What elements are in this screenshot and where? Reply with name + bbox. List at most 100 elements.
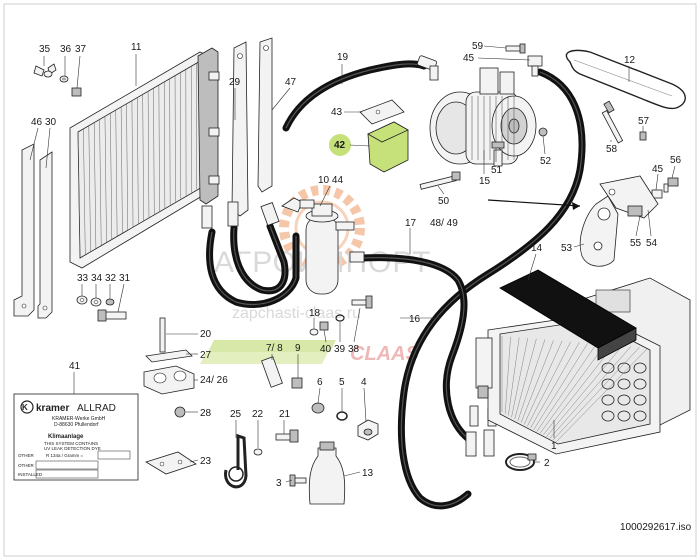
plate-row-other: OTHER xyxy=(18,453,35,458)
callout-36: 36 xyxy=(60,44,72,55)
callout-12: 12 xyxy=(624,55,636,66)
callout-51: 51 xyxy=(491,165,503,176)
callout-14: 14 xyxy=(531,243,543,254)
callout-46: 46 xyxy=(31,117,43,128)
callout-45-top: 45 xyxy=(463,53,475,64)
callout-9: 9 xyxy=(295,343,301,354)
callout-40: 40 xyxy=(320,344,332,355)
callout-50: 50 xyxy=(438,196,450,207)
callout-18: 18 xyxy=(309,308,321,319)
callout-32: 32 xyxy=(105,273,117,284)
ac-label-plate: K kramer ALLRAD KRAMER-Werke GmbH D-8863… xyxy=(13,393,139,481)
callout-39: 39 xyxy=(334,344,346,355)
bolt-56 xyxy=(663,177,679,193)
fitting-45-top xyxy=(527,55,543,77)
callout-30: 30 xyxy=(45,117,57,128)
plate-row-lubricant: OTHER xyxy=(18,463,35,468)
callout-48-49: 48/ 49 xyxy=(430,218,458,229)
callout-25: 25 xyxy=(230,409,242,420)
callout-31: 31 xyxy=(119,273,131,284)
callout-20: 20 xyxy=(200,329,212,340)
sleeve-7-8 xyxy=(261,356,283,388)
wing-nut xyxy=(33,63,57,78)
nut-52 xyxy=(538,127,548,137)
plate-line1: THIS SYSTEM CONTAINS xyxy=(44,441,98,446)
callout-29: 29 xyxy=(229,77,241,88)
callout-45-right: 45 xyxy=(652,164,664,175)
callout-2: 2 xyxy=(544,458,550,469)
condenser xyxy=(69,47,220,269)
plate-title: Klimaanlage xyxy=(48,434,84,440)
callout-3: 3 xyxy=(276,478,282,489)
plate-row-installed: INSTALLED xyxy=(18,472,43,477)
plate-27 xyxy=(145,349,193,363)
plate-line2: UV LEAK DETECTION DYE xyxy=(44,446,101,451)
washer-36 xyxy=(59,75,69,83)
leader-lines xyxy=(29,45,676,483)
callout-33: 33 xyxy=(77,273,89,284)
callout-43: 43 xyxy=(331,107,343,118)
watermark-brand: CLAAS xyxy=(350,343,420,365)
plate-brand-bold: kramer xyxy=(36,403,69,414)
callout-11: 11 xyxy=(131,42,142,53)
svg-text:K: K xyxy=(22,403,28,412)
refrigerant-hoses xyxy=(201,55,586,510)
plate-maker: KRAMER-Werke GmbH xyxy=(52,416,106,422)
p-clamp-25 xyxy=(224,433,248,489)
callout-41: 41 xyxy=(69,361,81,372)
callout-21: 21 xyxy=(279,409,291,420)
diagram-border xyxy=(3,3,697,557)
callout-54: 54 xyxy=(646,238,658,249)
callout-58: 58 xyxy=(606,144,618,155)
callout-35: 35 xyxy=(39,44,51,55)
bolt-38 xyxy=(351,295,373,309)
clamp-block-24-26 xyxy=(143,365,195,395)
callout-47: 47 xyxy=(285,77,297,88)
nut-40 xyxy=(319,321,329,331)
callout-57: 57 xyxy=(638,116,650,127)
callout-13: 13 xyxy=(362,468,374,479)
callout-42: 42 xyxy=(334,140,346,151)
callout-56: 56 xyxy=(670,155,682,166)
plate-refrigerant: R 134a / Gramm = xyxy=(46,453,84,458)
watermark-url: zapchasti-claas.ru xyxy=(232,305,361,322)
callout-numbers: 35 36 37 11 19 59 45 12 29 47 43 42 46 3… xyxy=(31,41,692,533)
callout-24-26: 24/ 26 xyxy=(200,375,228,386)
callout-19: 19 xyxy=(337,52,349,63)
stud-bolt-20 xyxy=(159,317,166,353)
watermark-claas-logo: CLAAS xyxy=(200,340,420,365)
cap-4 xyxy=(357,419,379,441)
hose-clamp xyxy=(505,453,537,471)
oil-bottle-13 xyxy=(308,441,346,505)
callout-5: 5 xyxy=(339,377,345,388)
callout-6: 6 xyxy=(317,377,323,388)
bolt-58 xyxy=(601,100,624,144)
callout-52: 52 xyxy=(540,156,552,167)
washer-22 xyxy=(253,448,263,456)
bolt-59 xyxy=(505,43,526,54)
protective-cover xyxy=(359,99,405,125)
bolt-31 xyxy=(97,309,127,322)
nut-9 xyxy=(291,377,303,389)
bolt-21 xyxy=(275,429,299,443)
condenser-bracket-right xyxy=(231,37,273,217)
kramer-logo-icon xyxy=(20,400,34,414)
drawing-number: 1000292617.iso xyxy=(620,522,692,533)
callout-23: 23 xyxy=(200,456,212,467)
callout-28: 28 xyxy=(200,408,212,419)
o-ring-39 xyxy=(335,314,345,322)
highlighted-part-42 xyxy=(329,121,409,173)
washer-33 xyxy=(76,295,88,305)
callout-53: 53 xyxy=(561,243,573,254)
condenser-bracket-left xyxy=(13,143,53,319)
plug-18 xyxy=(309,328,319,336)
callout-37: 37 xyxy=(75,44,87,55)
callout-16: 16 xyxy=(409,314,421,325)
compressor xyxy=(429,67,537,165)
callout-1: 1 xyxy=(551,441,557,452)
receiver-drier xyxy=(299,199,355,295)
nut-57 xyxy=(639,131,647,141)
callout-27: 27 xyxy=(200,350,212,361)
callout-7-8: 7/ 8 xyxy=(266,343,283,354)
